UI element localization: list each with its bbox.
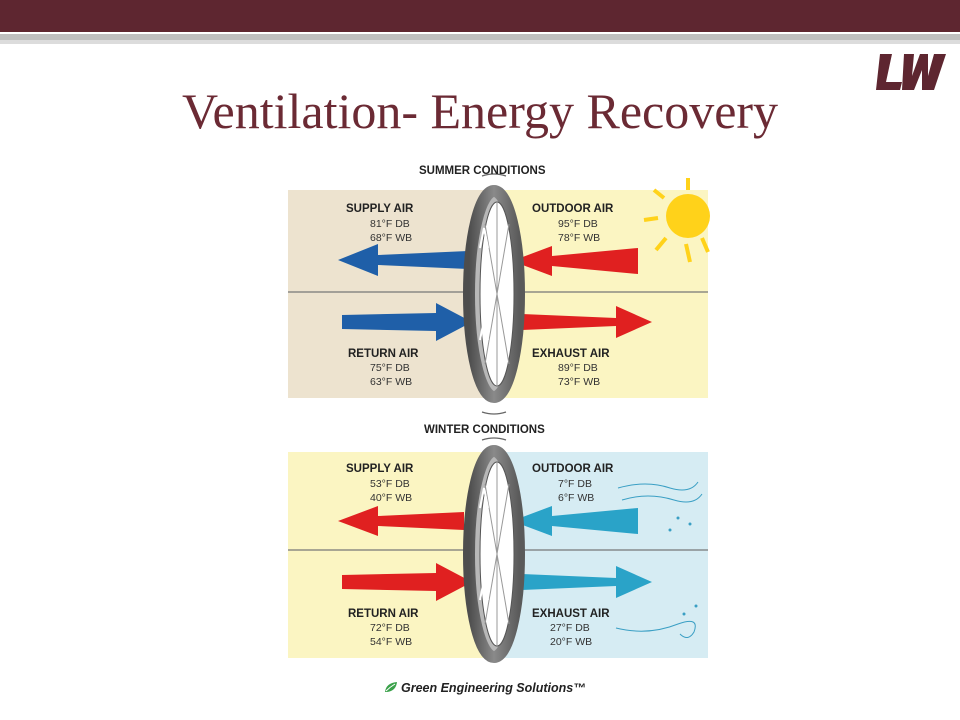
summer-return-wb: 63°F WB: [370, 376, 412, 388]
winter-supply-wb: 40°F WB: [370, 492, 412, 504]
winter-outdoor-wb: 6°F WB: [558, 492, 594, 504]
lw-logo: [876, 54, 946, 90]
winter-panel: WINTER CONDITIONS SUPPLY AIR 53°F DB 40°…: [288, 424, 708, 663]
winter-exhaust-label: EXHAUST AIR: [532, 608, 610, 620]
top-banner: [0, 0, 960, 32]
summer-heat-wheel: [463, 173, 525, 415]
summer-outdoor-db: 95°F DB: [558, 218, 598, 230]
summer-panel: SUMMER CONDITIONS SUPPLY AIR 81°F DB 68°…: [288, 165, 710, 415]
summer-outdoor-wb: 78°F WB: [558, 232, 600, 244]
winter-exhaust-arrow: [522, 566, 652, 598]
summer-supply-arrow: [338, 244, 468, 276]
winter-supply-db: 53°F DB: [370, 478, 410, 490]
leaf-icon: [385, 682, 397, 692]
winter-heat-wheel: [463, 437, 525, 663]
summer-return-arrow: [342, 303, 472, 341]
slide-title: Ventilation- Energy Recovery: [181, 83, 779, 139]
summer-supply-db: 81°F DB: [370, 218, 410, 230]
summer-supply-wb: 68°F WB: [370, 232, 412, 244]
winter-outdoor-label: OUTDOOR AIR: [532, 463, 614, 475]
summer-return-label: RETURN AIR: [348, 348, 419, 360]
summer-heading: SUMMER CONDITIONS: [419, 165, 546, 177]
summer-exhaust-arrow: [522, 306, 652, 338]
top-divider-light: [0, 40, 960, 44]
top-divider: [0, 34, 960, 40]
winter-outdoor-db: 7°F DB: [558, 478, 592, 490]
summer-outdoor-label: OUTDOOR AIR: [532, 203, 614, 215]
winter-heading: WINTER CONDITIONS: [424, 424, 545, 436]
winter-return-arrow: [342, 563, 472, 601]
wind-icon: [615, 481, 703, 638]
footer-credit: Green Engineering Solutions™: [384, 681, 586, 695]
winter-exhaust-db: 27°F DB: [550, 622, 590, 634]
winter-indoor-bg: [288, 452, 488, 658]
summer-supply-label: SUPPLY AIR: [346, 203, 414, 215]
summer-exhaust-label: EXHAUST AIR: [532, 348, 610, 360]
winter-return-label: RETURN AIR: [348, 608, 419, 620]
summer-outdoor-arrow: [512, 246, 638, 276]
winter-supply-arrow: [338, 506, 464, 536]
winter-outdoor-arrow: [512, 506, 638, 536]
winter-exhaust-wb: 20°F WB: [550, 636, 592, 648]
summer-exhaust-db: 89°F DB: [558, 362, 598, 374]
summer-exhaust-wb: 73°F WB: [558, 376, 600, 388]
sun-icon: [643, 178, 710, 263]
summer-return-db: 75°F DB: [370, 362, 410, 374]
summer-indoor-bg: [288, 190, 488, 398]
winter-return-db: 72°F DB: [370, 622, 410, 634]
winter-supply-label: SUPPLY AIR: [346, 463, 414, 475]
winter-return-wb: 54°F WB: [370, 636, 412, 648]
footer-text: Green Engineering Solutions™: [401, 681, 586, 695]
energy-recovery-diagram: SUMMER CONDITIONS SUPPLY AIR 81°F DB 68°…: [286, 158, 710, 663]
